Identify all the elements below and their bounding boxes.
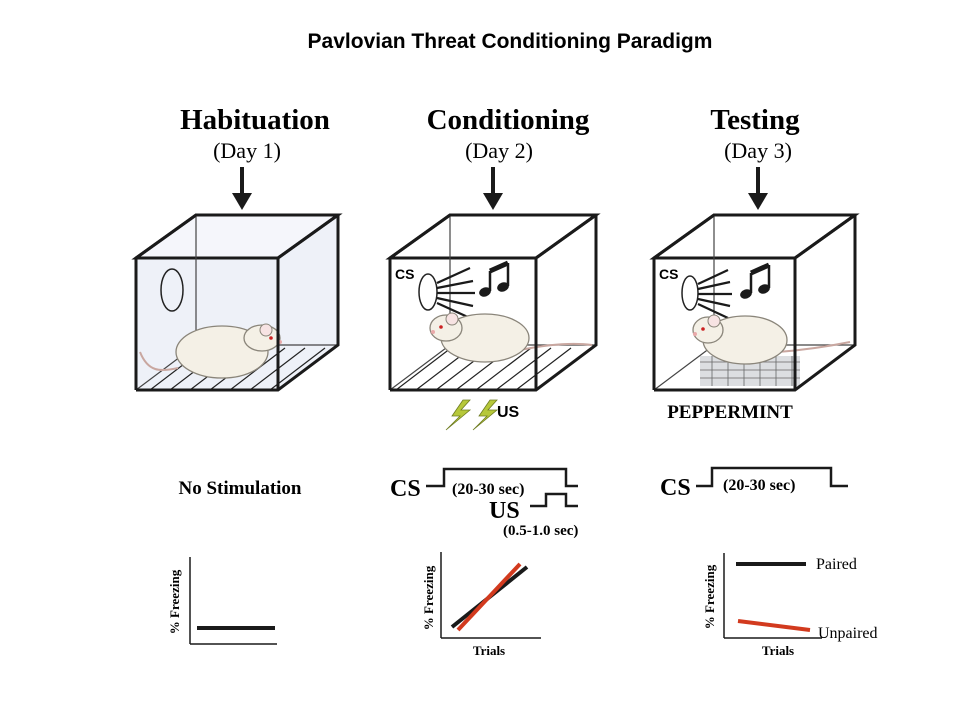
rat-image [692, 314, 851, 365]
chamber-conditioning: CS [385, 213, 601, 392]
music-note-icon [740, 262, 771, 299]
sound-waves-icon [436, 266, 475, 320]
graph-ylabel: % Freezing [421, 565, 436, 630]
phase-title-conditioning: Conditioning [427, 104, 590, 136]
timing-cs-duration: (20-30 sec) [452, 481, 524, 498]
timing-diagram-conditioning: CS (20-30 sec) US (0.5-1.0 sec) [390, 467, 578, 539]
grid-floor [395, 347, 592, 391]
sound-waves-icon [697, 269, 732, 319]
phase-title-testing: Testing [710, 104, 800, 136]
graph-ylabel: % Freezing [167, 569, 182, 634]
chamber-testing: CS [649, 213, 860, 392]
freezing-graph-conditioning: % Freezing Trials [421, 552, 541, 658]
series-label-paired: Paired [816, 556, 857, 573]
context-label: PEPPERMINT [667, 402, 793, 423]
freezing-line-red [456, 562, 522, 632]
music-note-icon [479, 260, 510, 297]
rat-image [139, 323, 282, 379]
chamber-habituation [131, 213, 343, 392]
graph-xlabel: Trials [473, 643, 505, 658]
lightning-icon [445, 399, 499, 431]
panel-conditioning: Conditioning (Day 2) CS [385, 104, 601, 658]
timing-us-duration: (0.5-1.0 sec) [503, 523, 578, 539]
speaker-icon [160, 268, 184, 312]
timing-diagram-testing: CS (20-30 sec) [660, 466, 848, 501]
rat-image [429, 312, 593, 363]
speaker-label-cs: CS [395, 266, 414, 282]
floor-label-us: US [497, 404, 520, 421]
down-arrow-icon [483, 167, 503, 210]
timing-cs-label: CS [660, 475, 691, 501]
timing-us-label: US [489, 498, 520, 524]
phase-day-habituation: (Day 1) [213, 138, 281, 163]
diagram-title: Pavlovian Threat Conditioning Paradigm [308, 30, 713, 53]
panel-testing: Testing (Day 3) CS [649, 104, 878, 658]
down-arrow-icon [748, 167, 768, 210]
down-arrow-icon [232, 167, 252, 210]
stimulus-label-habituation: No Stimulation [179, 478, 302, 499]
phase-day-testing: (Day 3) [724, 138, 792, 163]
timing-cs-duration: (20-30 sec) [723, 477, 795, 494]
freezing-graph-testing: % Freezing Trials Paired Unpaired [702, 553, 878, 658]
graph-ylabel: % Freezing [702, 564, 717, 629]
series-line-unpaired [737, 619, 811, 632]
phase-day-conditioning: (Day 2) [465, 138, 533, 163]
freezing-graph-habituation: % Freezing [167, 557, 277, 645]
speaker-label-cs: CS [659, 266, 678, 282]
timing-cs-label: CS [390, 476, 421, 502]
series-label-unpaired: Unpaired [818, 625, 878, 642]
panel-habituation: Habituation (Day 1) [131, 104, 343, 645]
graph-xlabel: Trials [762, 643, 794, 658]
phase-title-habituation: Habituation [180, 104, 330, 136]
